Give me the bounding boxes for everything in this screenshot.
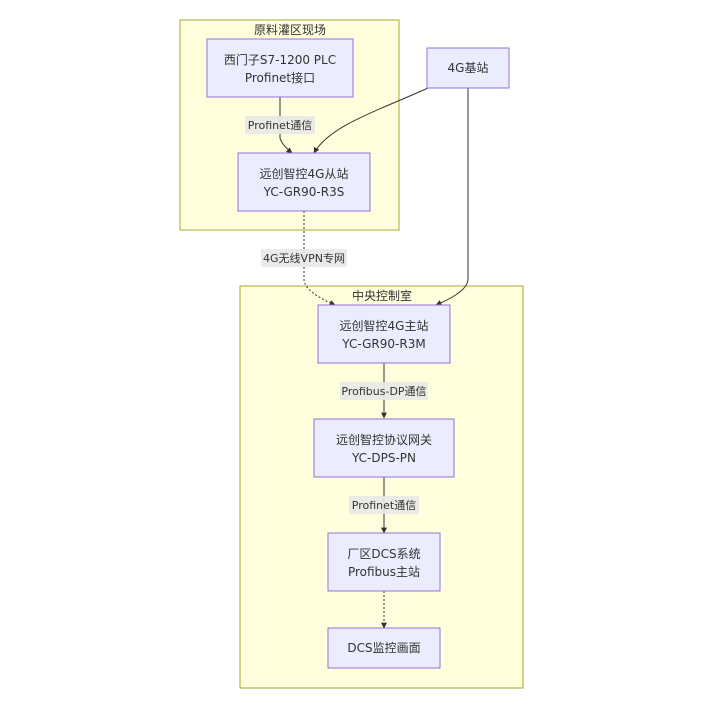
node-protocol-gateway: 远创智控协议网关 YC-DPS-PN [313, 418, 455, 478]
svg-text:Profinet接口: Profinet接口 [245, 70, 315, 85]
svg-text:Profibus主站: Profibus主站 [348, 565, 420, 579]
edge-label-slave-master: 4G无线VPN专网 [261, 249, 347, 267]
svg-text:YC-DPS-PN: YC-DPS-PN [351, 451, 416, 465]
svg-text:远创智控4G从站: 远创智控4G从站 [260, 166, 349, 181]
node-plc: 西门子S7-1200 PLC Profinet接口 [206, 38, 354, 98]
svg-text:YC-GR90-R3S: YC-GR90-R3S [263, 185, 345, 199]
edge-label-master-gateway: Profibus-DP通信 [340, 382, 428, 400]
svg-text:Profibus-DP通信: Profibus-DP通信 [341, 385, 426, 398]
svg-text:远创智控协议网关: 远创智控协议网关 [336, 432, 432, 447]
edge-label-gateway-dcs: Profinet通信 [349, 496, 419, 514]
edge-base-to-master [435, 88, 469, 306]
edge-base-to-slave [313, 87, 429, 154]
node-4g-base-station: 4G基站 [426, 47, 510, 89]
cluster-control-title: 中央控制室 [352, 288, 412, 303]
svg-text:Profinet通信: Profinet通信 [352, 499, 416, 512]
cluster-site-title: 原料灌区现场 [254, 23, 326, 37]
edge-plc-to-slave [279, 97, 293, 154]
svg-text:远创智控4G主站: 远创智控4G主站 [340, 318, 429, 333]
svg-text:DCS监控画面: DCS监控画面 [347, 641, 420, 655]
svg-text:Profinet通信: Profinet通信 [248, 119, 312, 132]
edge-label-plc-slave: Profinet通信 [245, 116, 315, 134]
edge-slave-to-master [303, 211, 336, 306]
node-4g-slave: 远创智控4G从站 YC-GR90-R3S [237, 152, 371, 212]
svg-text:YC-GR90-R3M: YC-GR90-R3M [341, 337, 425, 351]
node-dcs-monitor: DCS监控画面 [327, 627, 441, 669]
svg-text:西门子S7-1200 PLC: 西门子S7-1200 PLC [224, 52, 336, 67]
svg-text:4G无线VPN专网: 4G无线VPN专网 [263, 251, 345, 265]
svg-text:4G基站: 4G基站 [448, 61, 489, 75]
svg-text:厂区DCS系统: 厂区DCS系统 [347, 547, 420, 561]
node-dcs-system: 厂区DCS系统 Profibus主站 [327, 532, 441, 592]
node-4g-master: 远创智控4G主站 YC-GR90-R3M [317, 304, 451, 364]
